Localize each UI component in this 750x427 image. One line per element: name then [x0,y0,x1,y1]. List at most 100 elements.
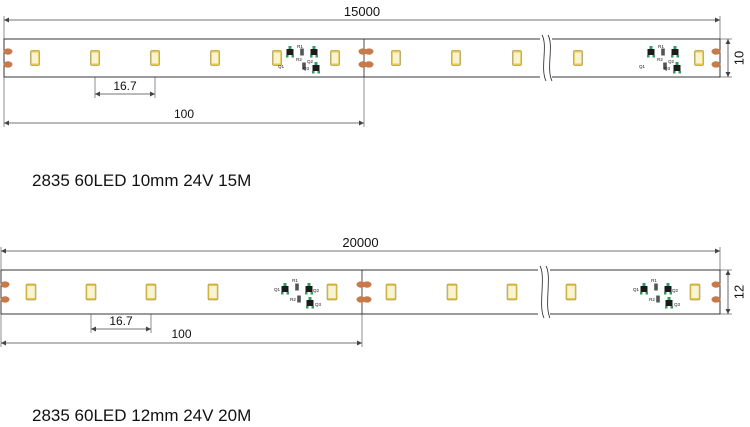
led-phosphor [452,52,460,64]
led-phosphor [448,286,456,298]
resistor-chip [302,62,306,70]
component-label: Q1 [278,64,285,69]
led-chip [272,50,282,66]
led-chip [689,283,701,301]
led-chip [326,283,338,301]
transistor-lead [642,283,646,286]
resistor-chip [656,295,660,303]
transistor-chip [312,65,320,71]
solder-pad [0,296,10,303]
led-chip [385,283,397,301]
component-label: Q1 [639,64,646,69]
arrowhead-top [725,270,731,275]
arrowhead-left [4,17,9,23]
transistor-chip [286,49,294,55]
strip-outline [3,38,721,78]
strip-1-caption: 2835 60LED 10mm 24V 15M [32,171,252,190]
transistor-lead [281,292,284,295]
led-phosphor [151,52,159,64]
led-pitch-label: 16.7 [113,79,137,93]
component-label: R2 [657,57,663,62]
transistor-lead [645,292,648,295]
component-label: Q3 [674,302,681,307]
arrowhead-left [4,120,9,126]
transistor-chip [664,286,672,292]
led-phosphor [31,52,39,64]
break-line [545,265,551,319]
transistor-chip [671,49,679,55]
transistor-lead [673,71,676,74]
transistor-chip [647,49,655,55]
led-phosphor [567,286,575,298]
resistor-chip [297,295,301,303]
led-phosphor [328,286,336,298]
led-chip [573,50,583,66]
cut-segment-dimension [4,120,364,126]
led-phosphor [513,52,521,64]
led-chip [694,50,704,66]
led-phosphor [691,286,699,298]
component-label: Q2 [668,59,675,64]
led-chip [451,50,461,66]
overall-length-dimension [1,248,720,254]
arrowhead-bottom [725,309,731,314]
led-pitch-dimension [91,326,151,332]
transistor-lead [307,283,311,286]
transistor-lead [310,55,313,58]
transistor-lead [317,71,320,74]
arrowhead-left [95,91,100,97]
led-chip [207,283,219,301]
transistor-lead [676,55,679,58]
led-chip [90,50,100,66]
transistor-lead [308,297,312,300]
led-phosphor [331,52,339,64]
strip-width-label: 10 [731,51,746,65]
transistor-lead [667,297,671,300]
transistor-lead [288,46,292,49]
cut-segment-dimension [1,340,362,346]
arrowhead-right [357,340,362,346]
transistor-lead [311,306,314,309]
strip-width-dimension [725,270,731,314]
arrowhead-bottom [725,72,731,77]
transistor-lead [649,46,653,49]
break-line [541,34,547,82]
component-label: R2 [290,297,296,302]
led-phosphor [392,52,400,64]
arrowhead-right [715,248,720,254]
strip-width-label: 12 [731,285,746,299]
transistor-lead [640,292,643,295]
strip-outline [0,269,721,315]
resistor-chip [663,62,667,70]
arrowhead-right [359,120,364,126]
component-label: Q3 [315,302,322,307]
solder-pad [3,61,13,68]
arrowhead-right [150,91,155,97]
break-line [547,34,553,82]
led-chip [446,283,458,301]
led-chip [210,50,220,66]
component-label: R1 [292,278,298,283]
solder-pad [362,281,372,288]
transistor-lead [673,46,677,49]
component-label: Q3 [303,66,310,71]
transistor-lead [315,55,318,58]
solder-pad [364,48,374,55]
solder-pad [364,61,374,68]
led-chip [330,50,340,66]
cut-segment-label: 100 [174,107,194,121]
led-phosphor [27,286,35,298]
solder-pad [711,61,721,68]
component-label: R1 [658,44,664,49]
led-phosphor [508,286,516,298]
arrowhead-left [1,248,6,254]
transistor-chip [673,65,681,71]
arrowhead-top [725,39,731,44]
transistor-lead [647,55,650,58]
component-label: R2 [296,57,302,62]
resistor-chip [654,283,658,291]
arrowhead-right [715,17,720,23]
led-phosphor [273,52,281,64]
